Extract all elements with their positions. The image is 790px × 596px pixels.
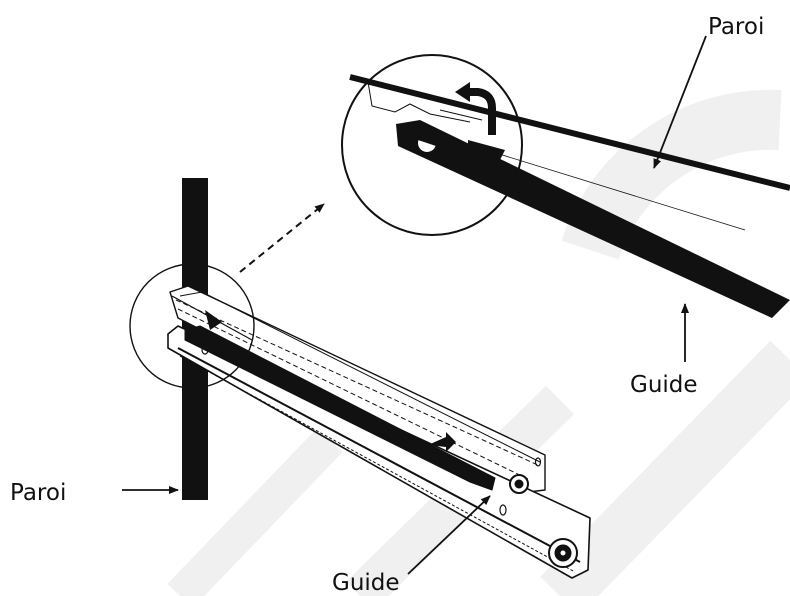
- drawer-rail-channel: [184, 325, 496, 491]
- zoom-guide-bar: [396, 120, 790, 318]
- zoom-wall-line: [349, 74, 790, 191]
- cabinet-rail-dashes: [175, 299, 541, 481]
- label-paroi-top: Paroi: [708, 14, 764, 40]
- label-guide-bottom: Guide: [332, 570, 400, 596]
- drawer-rail-body: [167, 325, 591, 579]
- label-paroi-left: Paroi: [10, 480, 66, 506]
- paroi-top-pointer: [653, 35, 707, 169]
- detail-circle-small: [129, 263, 255, 389]
- slide-rail-assembly: [167, 285, 591, 579]
- guide-bottom-pointer: [407, 495, 491, 575]
- rail-direction-arrow: [428, 432, 456, 452]
- hook-direction-arrow: [468, 88, 496, 135]
- cabinet-rail-body: [169, 285, 546, 494]
- detail-circle-zoom: [341, 54, 790, 318]
- zoom-pointer-arrow: [239, 203, 325, 273]
- label-guide-right: Guide: [630, 372, 698, 398]
